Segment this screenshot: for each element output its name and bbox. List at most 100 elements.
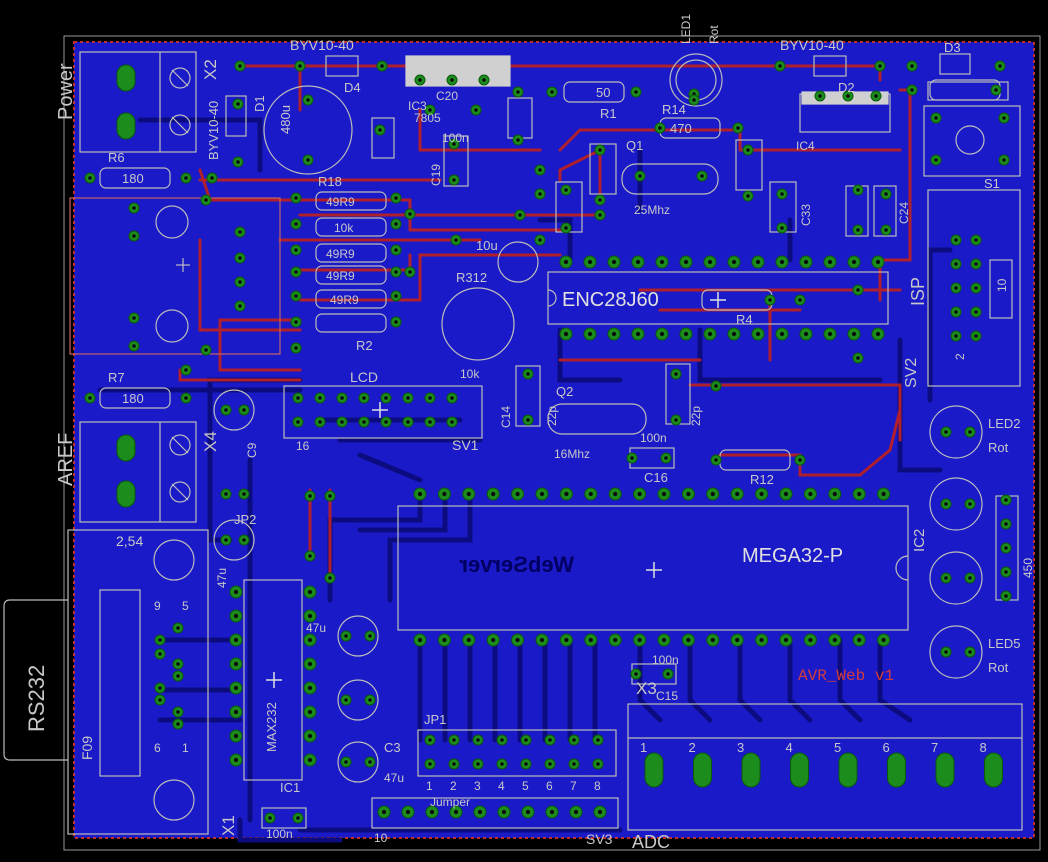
label-ic2: IC2 xyxy=(911,529,928,552)
label-rot-1: Rot xyxy=(707,25,721,44)
pad-hole xyxy=(884,192,888,196)
pad-hole xyxy=(408,270,412,274)
pad-hole xyxy=(381,809,387,815)
label-sv2: SV2 xyxy=(903,358,920,388)
label-r7: R7 xyxy=(108,370,125,385)
pad-hole xyxy=(238,64,242,68)
label-s1: S1 xyxy=(984,176,1000,191)
label-led2: LED2 xyxy=(988,416,1021,431)
rs232-pin-9: 9 xyxy=(154,599,161,613)
pad-hole xyxy=(587,331,593,337)
pad-hole xyxy=(453,809,459,815)
aref-pad xyxy=(116,480,136,508)
label-180-b: 180 xyxy=(122,391,144,406)
pad-hole xyxy=(856,356,860,360)
label-mega32: MEGA32-P xyxy=(742,545,843,567)
pad-hole xyxy=(428,762,432,766)
pad-hole xyxy=(294,346,298,350)
pad-hole xyxy=(731,331,737,337)
pad-hole xyxy=(294,248,298,252)
adc-pad xyxy=(644,752,664,788)
pad-hole xyxy=(710,491,715,497)
pad-hole xyxy=(635,259,641,265)
pad-hole xyxy=(476,762,480,766)
pad-hole xyxy=(818,94,822,98)
pad-hole xyxy=(307,685,313,691)
label-100n-a: 100n xyxy=(442,131,469,145)
pad-hole xyxy=(526,372,530,376)
pad-hole xyxy=(294,222,298,226)
pad-hole xyxy=(736,126,740,130)
label-c33: C33 xyxy=(799,204,813,226)
pad-hole xyxy=(658,126,662,130)
pad-hole xyxy=(954,238,958,242)
pad-hole xyxy=(564,491,569,497)
pad-hole xyxy=(406,420,410,424)
label-10u: 10u xyxy=(476,238,498,253)
pad-hole xyxy=(132,344,136,348)
label-byv-2: BYV10-40 xyxy=(780,37,844,53)
pad-hole xyxy=(132,234,136,238)
pad-hole xyxy=(539,491,545,497)
pad-hole xyxy=(549,809,555,815)
pad-hole xyxy=(755,259,761,265)
led1-outline xyxy=(669,53,723,107)
pad-hole xyxy=(798,458,802,462)
pad-hole xyxy=(611,331,617,337)
pad-hole xyxy=(378,128,382,132)
pad-hole xyxy=(307,637,313,643)
label-50: 50 xyxy=(596,85,610,100)
pad-hole xyxy=(664,456,668,460)
label-49r9-d: 49R9 xyxy=(330,293,359,307)
pad-hole xyxy=(308,494,312,498)
pad-hole xyxy=(368,698,372,702)
label-x4: X4 xyxy=(201,431,220,452)
terminal-power xyxy=(79,51,197,153)
pad-hole xyxy=(184,176,188,180)
pad-hole xyxy=(1002,116,1006,120)
pad-hole xyxy=(233,709,239,715)
pad-hole xyxy=(450,420,454,424)
sv3-header xyxy=(371,797,619,829)
pad-hole xyxy=(454,238,458,242)
pad-hole xyxy=(1004,498,1008,502)
pad-hole xyxy=(588,637,593,643)
pad-hole xyxy=(236,160,240,164)
pad-hole xyxy=(242,408,246,412)
pad-hole xyxy=(417,637,423,643)
pad-hole xyxy=(944,430,948,434)
aref-pad xyxy=(116,434,136,462)
pad-hole xyxy=(780,192,784,196)
pad-hole xyxy=(884,228,888,232)
label-450: 450 xyxy=(1021,558,1035,578)
label-49r9-a: 49R9 xyxy=(326,195,355,209)
pad-hole xyxy=(598,198,602,202)
label-c20: C20 xyxy=(436,89,458,103)
pad-hole xyxy=(428,420,432,424)
label-c9: C9 xyxy=(245,442,259,458)
pad-hole xyxy=(328,576,332,580)
pad-hole xyxy=(210,176,214,180)
pad-hole xyxy=(573,809,579,815)
terminal-aref xyxy=(79,421,197,523)
adc-pin-number: 1 xyxy=(640,740,647,755)
pad-hole xyxy=(307,709,313,715)
label-jumper: Jumper xyxy=(430,795,470,809)
pad-hole xyxy=(428,738,432,742)
pad-hole xyxy=(944,502,948,506)
label-r312: R312 xyxy=(456,270,487,285)
pad-hole xyxy=(878,64,882,68)
pad-hole xyxy=(88,176,92,180)
pad-hole xyxy=(429,809,435,815)
switch-s1 xyxy=(923,105,1021,177)
pad-hole xyxy=(779,259,785,265)
pad-hole xyxy=(954,286,958,290)
pad-hole xyxy=(856,228,860,232)
pad-hole xyxy=(968,502,972,506)
pad-hole xyxy=(944,576,948,580)
rj-jack xyxy=(69,197,281,355)
pad-hole xyxy=(910,88,914,92)
label-r1: R1 xyxy=(600,106,617,121)
label-r4: R4 xyxy=(736,312,753,327)
label-byv-1: BYV10-40 xyxy=(290,37,354,53)
